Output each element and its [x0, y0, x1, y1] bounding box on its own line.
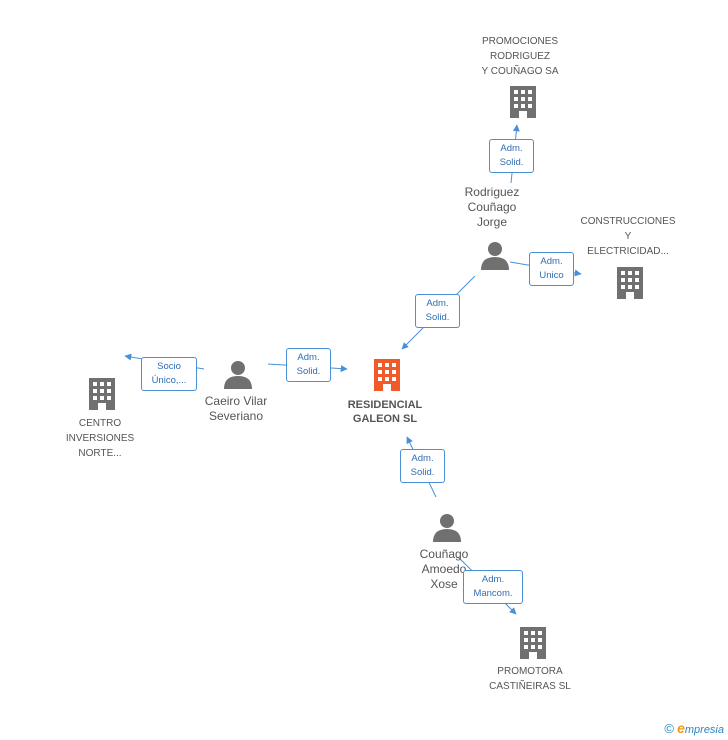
person-icon [481, 242, 509, 270]
edge-label-adm-solid-caeiro-residencial[interactable]: Adm. Solid. [286, 348, 331, 382]
building-icon [520, 627, 546, 659]
node-label-counago[interactable]: Couñago Amoedo Xose [419, 547, 469, 591]
node-label-promotora[interactable]: PROMOTORA CASTIÑEIRAS SL [489, 666, 571, 692]
copyright-icon: © [664, 721, 675, 736]
building-icon [89, 378, 115, 410]
edge-label-adm-solid-promociones[interactable]: Adm. Solid. [489, 139, 534, 173]
person-icon [433, 514, 461, 542]
node-label-residencial[interactable]: RESIDENCIAL GALEON SL [347, 399, 423, 425]
node-label-centro[interactable]: CENTRO INVERSIONES NORTE... [65, 418, 135, 459]
person-icon [224, 361, 252, 389]
main-building-icon [374, 359, 400, 391]
building-icon [510, 86, 536, 118]
empresia-logo: © empresia [664, 720, 724, 736]
edge-label-adm-unico-construcciones[interactable]: Adm. Unico [529, 252, 574, 286]
node-label-promociones[interactable]: PROMOCIONES RODRIGUEZ Y COUÑAGO SA [481, 36, 559, 77]
building-icon [617, 267, 643, 299]
node-label-caeiro[interactable]: Caeiro Vilar Severiano [204, 394, 268, 423]
edge-label-socio-unico-centro[interactable]: Socio Único,... [141, 357, 197, 391]
edge-label-adm-solid-counago-residencial[interactable]: Adm. Solid. [400, 449, 445, 483]
node-label-rodriguez[interactable]: Rodriguez Couñago Jorge [464, 185, 520, 229]
node-label-construcciones[interactable]: CONSTRUCCIONES Y ELECTRICIDAD... [580, 216, 676, 257]
edge-label-adm-solid-rodriguez-residencial[interactable]: Adm. Solid. [415, 294, 460, 328]
edge-label-adm-mancom-promotora[interactable]: Adm. Mancom. [463, 570, 523, 604]
